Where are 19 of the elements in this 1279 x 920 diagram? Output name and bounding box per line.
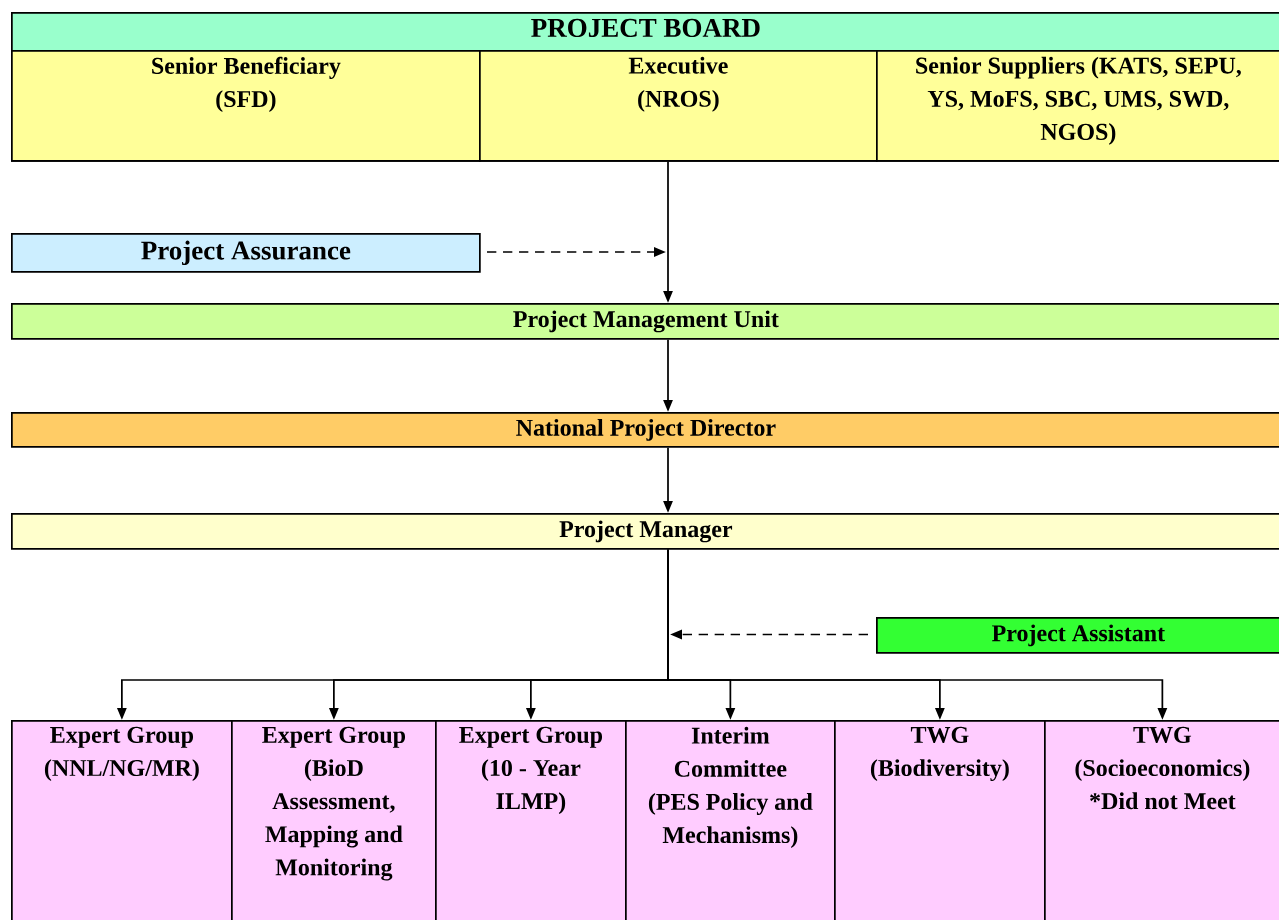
- node-label: Expert Group (BioD Assessment, Mapping and Monitoring: [262, 726, 406, 881]
- node-label: TWG (Biodiversity): [870, 726, 1009, 782]
- node-label: Expert Group (10 - Year ILMP): [459, 726, 603, 815]
- process-box: Project Assistant: [876, 617, 1279, 654]
- group-box: Expert Group (NNL/NG/MR): [11, 720, 233, 920]
- group-box: TWG (Biodiversity): [834, 720, 1046, 920]
- role-cell: Senior Beneficiary (SFD): [11, 50, 481, 162]
- role-cell: Executive (NROS): [479, 50, 878, 162]
- process-box: Project Management Unit: [11, 303, 1279, 340]
- role-cell: Senior Suppliers (KATS, SEPU, YS, MoFS, SBC, UMS, SWD, NGOS): [876, 50, 1279, 162]
- group-box: Expert Group (10 - Year ILMP): [435, 720, 627, 920]
- process-box: Project Assurance: [11, 233, 481, 273]
- node-label: Expert Group (NNL/NG/MR): [44, 726, 199, 781]
- process-box: National Project Director: [11, 412, 1279, 448]
- node-label: Interim Committee (PES Policy and Mechanisms): [648, 726, 813, 848]
- group-box: Expert Group (BioD Assessment, Mapping and Monitoring: [231, 720, 437, 920]
- process-box: Project Manager: [11, 513, 1279, 550]
- group-box: Interim Committee (PES Policy and Mechanisms): [625, 720, 836, 920]
- group-box: TWG (Socioeconomics) *Did not Meet: [1044, 720, 1279, 920]
